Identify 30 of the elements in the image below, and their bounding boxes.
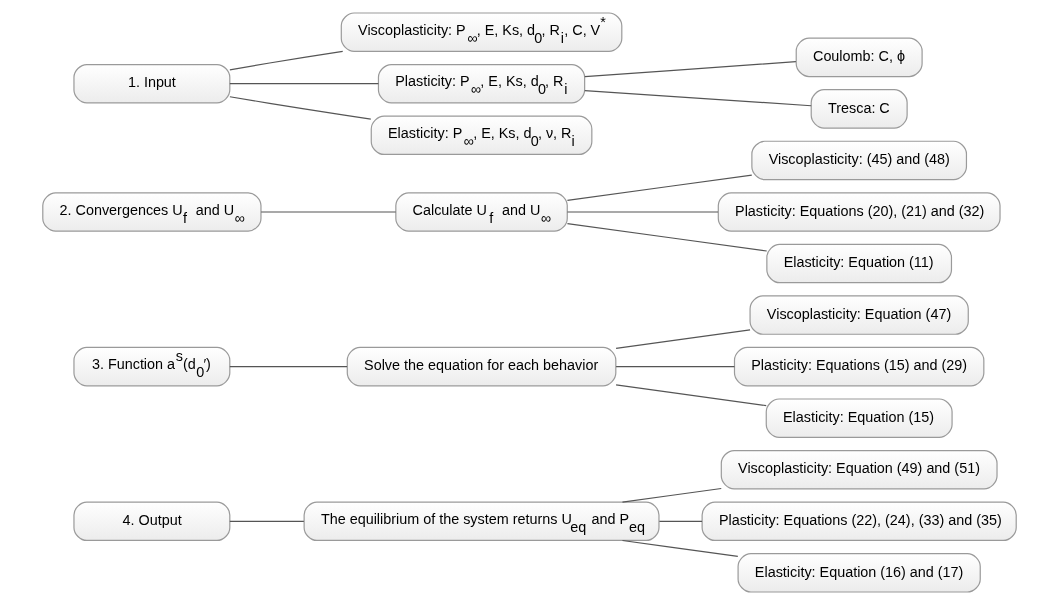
connector <box>566 211 719 213</box>
connector <box>228 83 379 85</box>
connector <box>228 520 304 522</box>
connector <box>566 174 752 201</box>
connector <box>615 366 735 368</box>
connector <box>566 223 767 252</box>
node-box: Coulomb: C, ϕ <box>795 37 923 78</box>
connector <box>228 50 343 71</box>
node-box: 4. Output <box>72 501 230 542</box>
connector <box>615 329 751 349</box>
node-box: Elasticity: Equation (11) <box>765 243 952 284</box>
connector <box>228 96 371 120</box>
node-box: Plasticity: Equations (22), (24), (33) and (35) <box>701 501 1017 542</box>
connector <box>658 520 703 522</box>
node-box: Plasticity: Equations (15) and (29) <box>733 346 984 387</box>
node-box: Viscoplasticity: (45) and (48) <box>750 140 967 181</box>
connector <box>583 89 812 107</box>
node-box: Tresca: C <box>810 89 908 129</box>
connector <box>583 61 796 78</box>
connector <box>615 384 767 407</box>
node-box: Viscoplasticity: Equation (49) and (51) <box>720 449 998 490</box>
node-box: Solve the equation for each behavior <box>346 346 616 387</box>
node-box: Elasticity: Equation (16) and (17) <box>737 553 981 593</box>
node-box: Elasticity: Equation (15) <box>765 398 953 438</box>
node-box: Plasticity: Equations (20), (21) and (32) <box>717 192 1001 232</box>
node-box: 1. Input <box>72 63 230 104</box>
connector <box>621 539 738 557</box>
connector <box>228 366 348 368</box>
node-box: Viscoplasticity: Equation (47) <box>749 295 969 335</box>
connector <box>260 211 396 213</box>
